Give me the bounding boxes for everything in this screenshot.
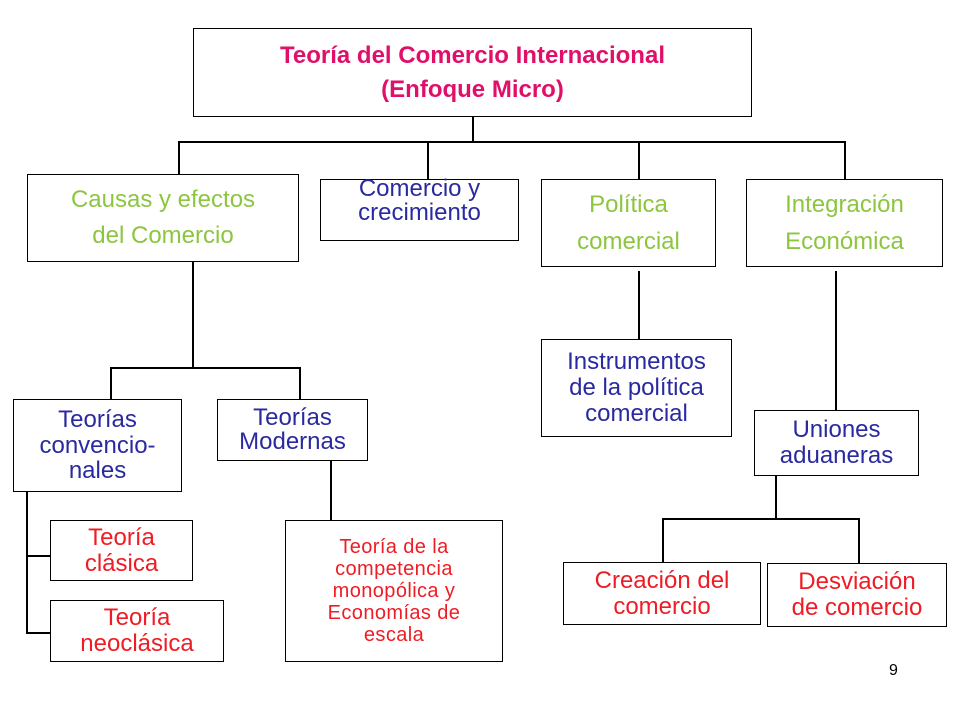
node-clasica: Teoría clásica [50, 520, 193, 581]
connector [330, 460, 332, 520]
connector [835, 271, 837, 410]
node-competencia: Teoría de la competencia monopólica y Ec… [285, 520, 503, 662]
connector [178, 141, 180, 174]
node-instrumentos-line3: comercial [585, 399, 688, 427]
node-integracion-line1: Integración [785, 190, 904, 218]
node-integracion-line2: Económica [785, 228, 904, 255]
connector [26, 555, 50, 557]
node-competencia-line5: escala [363, 624, 425, 646]
node-competencia-line2: competencia [335, 558, 453, 580]
node-creacion-line1: Creación del [594, 566, 730, 594]
connector [299, 367, 301, 399]
connector [662, 518, 664, 562]
node-modernas: Teorías Modernas [217, 399, 368, 461]
connector [26, 491, 28, 633]
node-desviacion: Desviación de comercio [767, 563, 947, 627]
node-clasica-line2: clásica [84, 549, 159, 577]
node-root: Teoría del Comercio Internacional (Enfoq… [193, 28, 752, 117]
node-root-line2: (Enfoque Micro) [381, 75, 564, 103]
node-root-line1: Teoría del Comercio Internacional [280, 42, 665, 70]
connector [844, 141, 846, 179]
connector [192, 261, 194, 368]
node-instrumentos: Instrumentos de la política comercial [541, 339, 732, 437]
page-number: 9 [889, 662, 898, 679]
node-creacion: Creación del comercio [563, 562, 761, 625]
node-comercio-crecimiento-line1: Comercio y [358, 175, 481, 202]
connector [26, 632, 50, 634]
node-politica-line2: comercial [577, 228, 680, 255]
node-neoclasica: Teoría neoclásica [50, 600, 224, 662]
connector [427, 141, 429, 179]
node-competencia-line3: monopólica y [332, 580, 456, 602]
node-clasica-line1: Teoría [88, 523, 155, 551]
node-convencionales-line1: Teorías [58, 406, 137, 434]
connector [178, 141, 845, 143]
node-competencia-line4: Economías de [327, 602, 461, 624]
connector [662, 518, 859, 520]
connector [110, 367, 112, 399]
connector [110, 367, 300, 369]
node-comercio-crecimiento: Comercio y crecimiento [320, 175, 519, 241]
node-neoclasica-line2: neoclásica [80, 630, 194, 657]
node-convencionales-line2: convencio- [39, 431, 156, 459]
node-creacion-line2: comercio [613, 592, 711, 620]
node-politica: Política comercial [541, 179, 716, 267]
connector [638, 271, 640, 339]
node-comercio-crecimiento-line2: crecimiento [358, 199, 481, 226]
node-causas-line1: Causas y efectos [70, 186, 256, 213]
node-integracion: Integración Económica [746, 179, 943, 267]
node-instrumentos-line2: de la política [569, 374, 704, 402]
node-uniones-line2: aduaneras [779, 442, 894, 469]
node-instrumentos-line1: Instrumentos [567, 348, 706, 376]
node-causas: Causas y efectos del Comercio [27, 174, 299, 262]
node-desviacion-line1: Desviación [798, 568, 916, 596]
node-uniones: Uniones aduaneras [754, 410, 919, 476]
node-convencionales: Teorías convencio- nales [13, 399, 182, 492]
node-modernas-line1: Teorías [253, 404, 332, 431]
connector [472, 116, 474, 142]
node-causas-line2: del Comercio [92, 222, 234, 249]
node-convencionales-line3: nales [68, 457, 127, 485]
node-uniones-line1: Uniones [792, 416, 881, 444]
node-desviacion-line2: de comercio [791, 594, 923, 621]
node-modernas-line2: Modernas [239, 428, 346, 455]
connector [775, 476, 777, 519]
node-neoclasica-line1: Teoría [103, 604, 171, 632]
connector [858, 518, 860, 563]
connector [638, 141, 640, 179]
node-competencia-line1: Teoría de la [339, 536, 449, 558]
node-politica-line1: Política [589, 190, 668, 218]
